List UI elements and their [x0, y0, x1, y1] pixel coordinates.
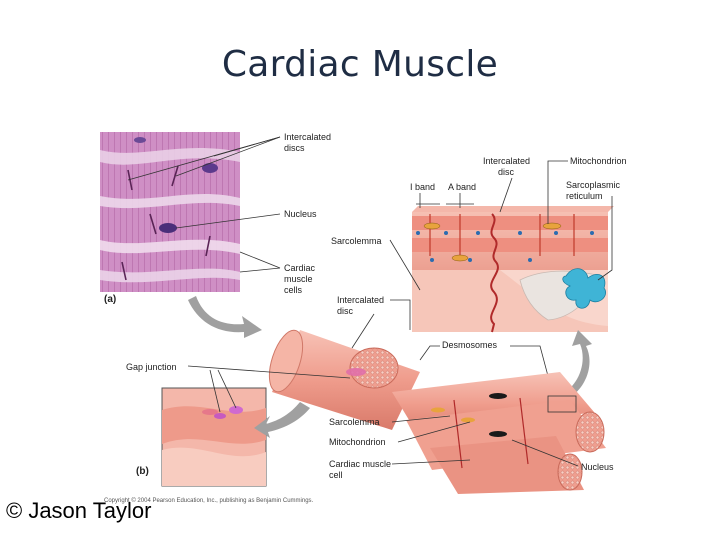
panel-b-label: (b): [136, 466, 149, 477]
histology-micrograph: [100, 132, 240, 292]
label-intercalated-disc-top-line1: Intercalated: [483, 156, 530, 166]
label-nucleus-a: Nucleus: [284, 209, 317, 219]
label-mitochondrion-top: Mitochondrion: [570, 156, 627, 166]
author-credit: © Jason Taylor: [6, 498, 151, 524]
label-intercalated-disc-mid-line2: disc: [337, 306, 354, 316]
label-intercalated-discs-line1: Intercalated: [284, 132, 331, 142]
label-sarcoplasmic-reticulum-line1: Sarcoplasmic: [566, 180, 621, 190]
label-gap-junction: Gap junction: [126, 362, 177, 372]
muscle-fiber-cylinder: [263, 326, 420, 430]
label-nucleus-b: Nucleus: [581, 462, 614, 472]
label-desmosomes: Desmosomes: [442, 340, 498, 350]
arrow-curved-icon: [188, 296, 262, 338]
label-i-band: I band: [410, 182, 435, 192]
label-cardiac-muscle-cells-line2: muscle: [284, 274, 313, 284]
panel-a-label: (a): [104, 294, 116, 305]
label-intercalated-disc-mid-line1: Intercalated: [337, 295, 384, 305]
label-sarcolemma-bottom: Sarcolemma: [329, 417, 380, 427]
label-intercalated-disc-top-line2: disc: [498, 167, 515, 177]
label-cardiac-muscle-cell-line1: Cardiac muscle: [329, 459, 391, 469]
label-a-band: A band: [448, 182, 476, 192]
gap-junction-inset: [162, 388, 266, 486]
label-sarcoplasmic-reticulum-line2: reticulum: [566, 191, 603, 201]
branching-fibers: [392, 372, 606, 494]
label-sarcolemma-top: Sarcolemma: [331, 236, 382, 246]
sarcomere-block: [412, 206, 614, 332]
label-cardiac-muscle-cells-line3: cells: [284, 285, 303, 295]
label-mitochondrion-bottom: Mitochondrion: [329, 437, 386, 447]
label-cardiac-muscle-cell-line2: cell: [329, 470, 343, 480]
label-cardiac-muscle-cells-line1: Cardiac: [284, 263, 316, 273]
label-intercalated-discs-line2: discs: [284, 143, 305, 153]
